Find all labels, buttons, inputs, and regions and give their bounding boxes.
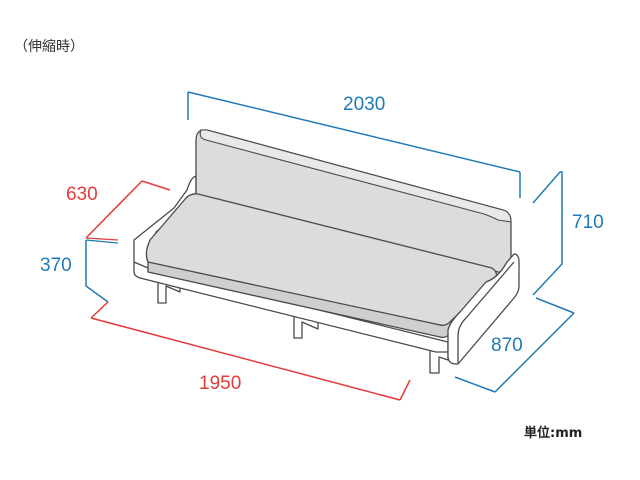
seat-depth-dimension-line [85, 180, 171, 239]
state-caption: （伸縮時） [14, 39, 84, 55]
sofa-backrest-top [199, 129, 512, 223]
sofa-armrest-right-front [457, 261, 515, 364]
seat-height-tick [85, 239, 119, 244]
blue-dimension-lines [85, 91, 575, 393]
height-total-label: 710 [572, 212, 604, 233]
seat-height-label: 370 [40, 255, 72, 276]
width-top-label: 2030 [343, 94, 385, 115]
unit-label: 単位:mm [524, 426, 583, 441]
width-top-dimension-line [187, 91, 521, 198]
height-total-dimension-line [532, 171, 563, 296]
seat-depth-tick [85, 237, 119, 241]
depth-label: 870 [491, 335, 523, 356]
depth-dimension-line [454, 297, 575, 393]
sofa-armrest-right [447, 253, 520, 365]
seat-width-dimension-line [90, 301, 411, 401]
seat-height-dimension-line [85, 240, 109, 303]
sofa-leg-right [429, 349, 449, 374]
sofa-drawing [133, 129, 520, 374]
seat-depth-label: 630 [66, 184, 98, 205]
seat-width-label: 1950 [199, 373, 241, 394]
red-dimension-lines [85, 180, 411, 401]
